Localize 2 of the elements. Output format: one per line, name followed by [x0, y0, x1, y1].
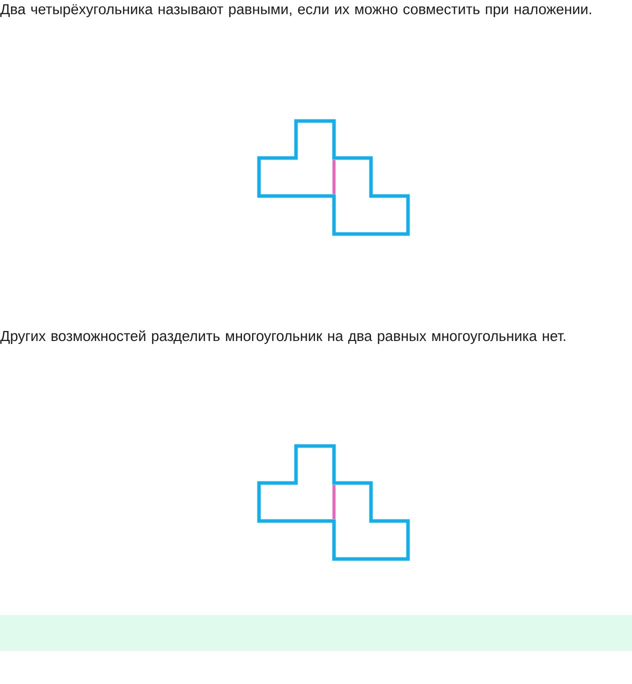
- paragraph: Два четырёхугольника называют равными, если их можно совместить при наложении.: [0, 4, 592, 18]
- paragraph: Других возможностей разделить многоугольник на два равных многоугольника нет.: [0, 330, 566, 344]
